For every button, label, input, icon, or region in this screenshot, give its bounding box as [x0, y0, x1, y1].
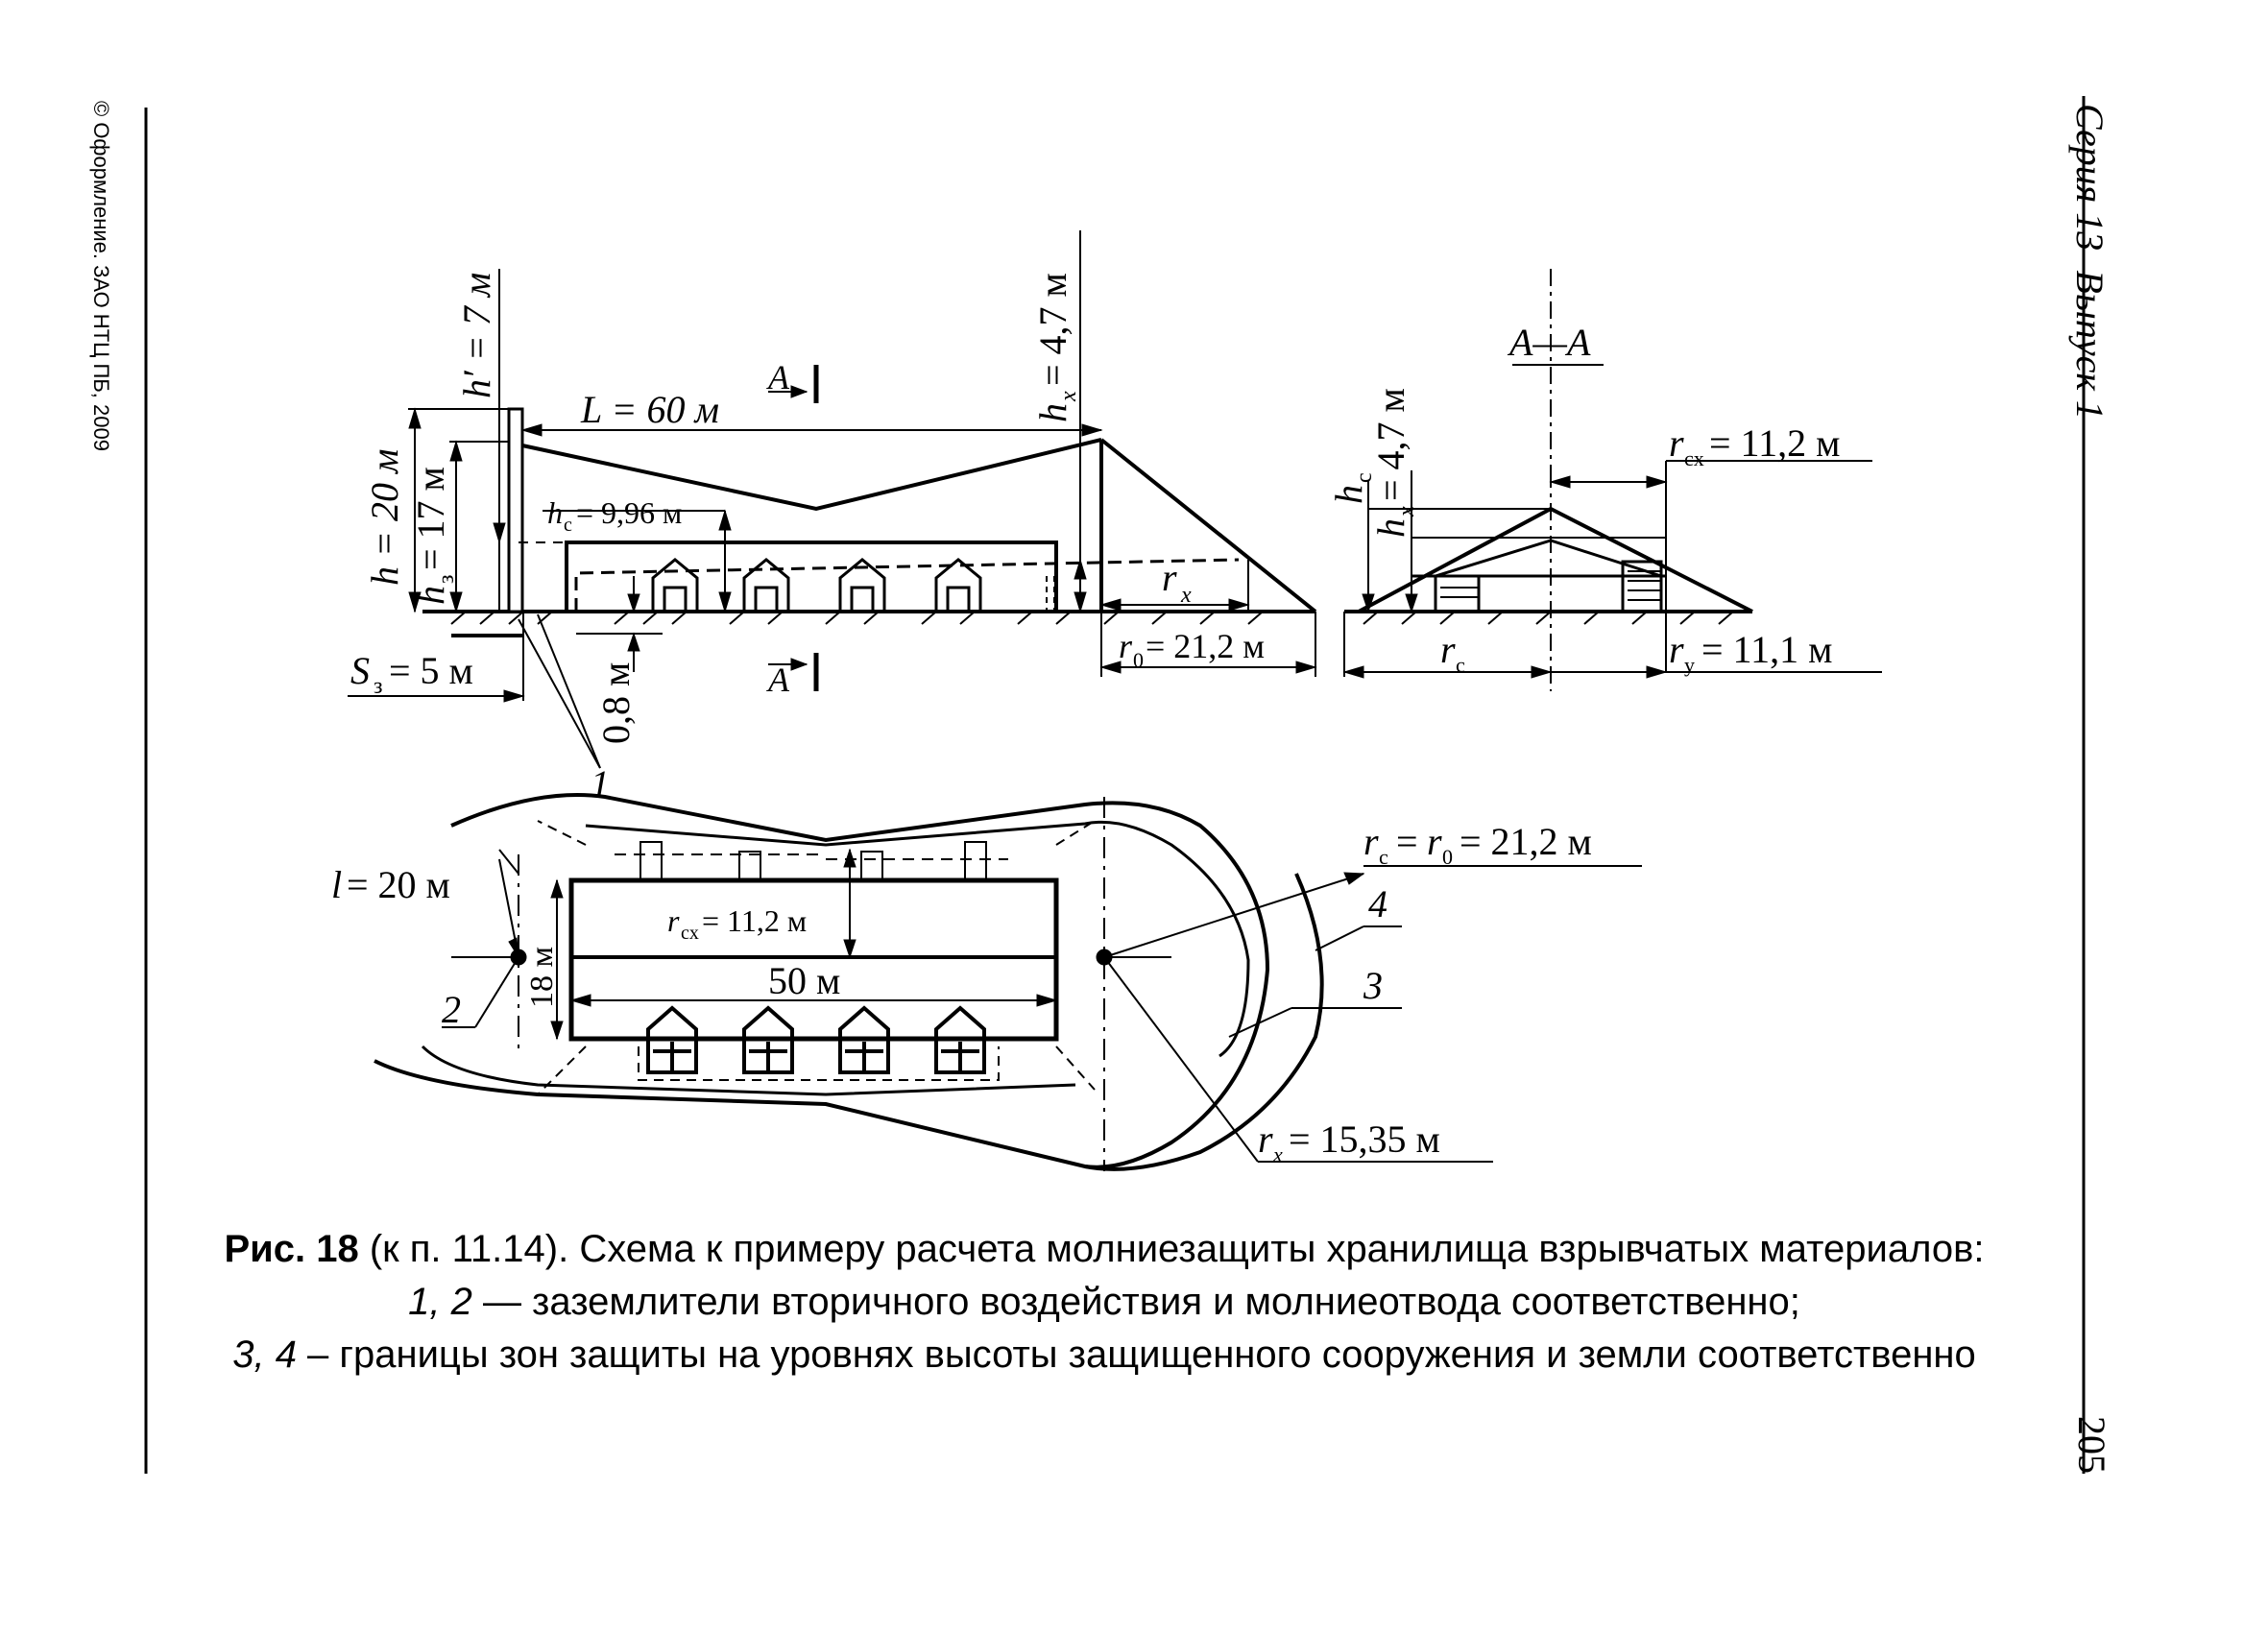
- svg-text:r: r: [1440, 628, 1456, 671]
- caption-line-2: 1, 2 — заземлители вторичного воздействи…: [144, 1277, 2064, 1327]
- svg-text:с: с: [564, 515, 572, 536]
- caption-text-3: – границы зон защиты на уровнях высоты з…: [296, 1334, 1976, 1376]
- svg-text:0: 0: [1133, 648, 1144, 672]
- svg-text:с: с: [1456, 653, 1465, 677]
- svg-text:= 17 м: = 17 м: [409, 467, 452, 570]
- svg-text:h: h: [1031, 403, 1074, 422]
- svg-text:r: r: [1258, 1117, 1273, 1161]
- svg-text:r: r: [1119, 627, 1133, 665]
- label-section-bottom: A: [766, 661, 790, 699]
- label-h: h = 20 м: [363, 448, 406, 586]
- svg-text:=: =: [1396, 820, 1418, 863]
- caption-items-3: 3, 4: [232, 1334, 297, 1376]
- label-18m: 18 м: [524, 947, 560, 1008]
- label-n1: 1: [591, 762, 610, 805]
- label-0-8: 0,8 м: [594, 662, 638, 744]
- label-S3: S з = 5 м: [350, 649, 473, 699]
- svg-text:h: h: [409, 586, 452, 605]
- svg-text:= 11,2 м: = 11,2 м: [702, 903, 807, 938]
- svg-text:с: с: [1352, 472, 1377, 483]
- svg-text:r: r: [1363, 820, 1379, 863]
- label-plan-rcx: r сx = 11,2 м: [667, 903, 807, 944]
- svg-text:r: r: [1669, 628, 1684, 671]
- label-rc-r0: r с = r 0 = 21,2 м: [1363, 820, 1592, 869]
- caption-line-3: 3, 4 – границы зон защиты на уровнях выс…: [144, 1330, 2064, 1380]
- label-n3: 3: [1363, 964, 1383, 1007]
- svg-text:r: r: [1669, 421, 1684, 465]
- svg-text:x: x: [1394, 506, 1419, 517]
- svg-text:= 20 м: = 20 м: [347, 863, 450, 906]
- section-view: [1342, 269, 1882, 691]
- svg-text:r: r: [667, 903, 680, 938]
- svg-text:с: с: [1379, 845, 1388, 869]
- label-l: l = 20 м: [331, 863, 450, 906]
- label-hx: h x = 4,7 м: [1031, 273, 1081, 422]
- svg-text:сx: сx: [1684, 446, 1704, 470]
- svg-text:S: S: [350, 649, 370, 692]
- svg-text:r: r: [1162, 556, 1177, 599]
- caption-text-1: (к п. 11.14). Схема к примеру расчета мо…: [358, 1228, 1985, 1270]
- svg-text:з: з: [374, 674, 382, 699]
- svg-text:x: x: [1056, 391, 1081, 402]
- svg-text:= 9,96 м: = 9,96 м: [576, 495, 682, 530]
- svg-text:= 11,2 м: = 11,2 м: [1709, 421, 1840, 465]
- svg-text:з: з: [434, 575, 459, 584]
- svg-text:0: 0: [1442, 845, 1453, 869]
- label-L: L = 60 м: [580, 388, 719, 431]
- svg-text:= 15,35 м: = 15,35 м: [1289, 1117, 1440, 1161]
- svg-text:= 4,7 м: = 4,7 м: [1369, 388, 1412, 501]
- svg-text:= 21,2 м: = 21,2 м: [1460, 820, 1592, 863]
- svg-text:h: h: [547, 495, 563, 530]
- svg-text:r: r: [1427, 820, 1442, 863]
- svg-text:h: h: [1369, 518, 1412, 538]
- svg-text:= 5 м: = 5 м: [389, 649, 473, 692]
- section-title: A—A: [1507, 321, 1591, 364]
- svg-text:l: l: [331, 863, 342, 906]
- label-section-rc: r с: [1440, 628, 1465, 677]
- svg-text:= 4,7 м: = 4,7 м: [1031, 273, 1074, 386]
- elevation-view: [348, 230, 1317, 769]
- svg-text:x: x: [1272, 1142, 1283, 1166]
- label-hz: h з = 17 м: [409, 467, 459, 605]
- label-plan-rx: r x = 15,35 м: [1258, 1117, 1440, 1166]
- label-section-ry: r у = 11,1 м: [1669, 628, 1832, 677]
- svg-text:h: h: [1327, 485, 1370, 504]
- svg-text:= 11,1 м: = 11,1 м: [1701, 628, 1832, 671]
- label-n4: 4: [1368, 882, 1387, 925]
- label-rx: r x: [1162, 556, 1192, 608]
- label-section-hx: h x = 4,7 м: [1369, 388, 1419, 538]
- plan-view: [374, 793, 1642, 1171]
- caption-line-1: Рис. 18 (к п. 11.14). Схема к примеру ра…: [144, 1224, 2064, 1274]
- svg-text:= 21,2 м: = 21,2 м: [1146, 627, 1265, 665]
- label-section-top: A: [766, 358, 790, 396]
- label-50m: 50 м: [768, 959, 840, 1002]
- label-r0: r 0 = 21,2 м: [1119, 627, 1265, 672]
- svg-text:сx: сx: [681, 923, 699, 944]
- svg-text:x: x: [1180, 583, 1192, 608]
- caption-items-2: 1, 2: [408, 1281, 472, 1323]
- figure-label: Рис. 18: [224, 1228, 359, 1270]
- svg-text:у: у: [1684, 653, 1695, 677]
- label-section-hc: h с: [1327, 472, 1377, 504]
- label-hc: h с = 9,96 м: [547, 495, 682, 536]
- label-n2: 2: [442, 988, 461, 1031]
- label-h-prime: h′ = 7 м: [455, 273, 498, 398]
- label-section-rcx: r сx = 11,2 м: [1669, 421, 1840, 470]
- caption-text-2: — заземлители вторичного воздействия и м…: [471, 1281, 1800, 1323]
